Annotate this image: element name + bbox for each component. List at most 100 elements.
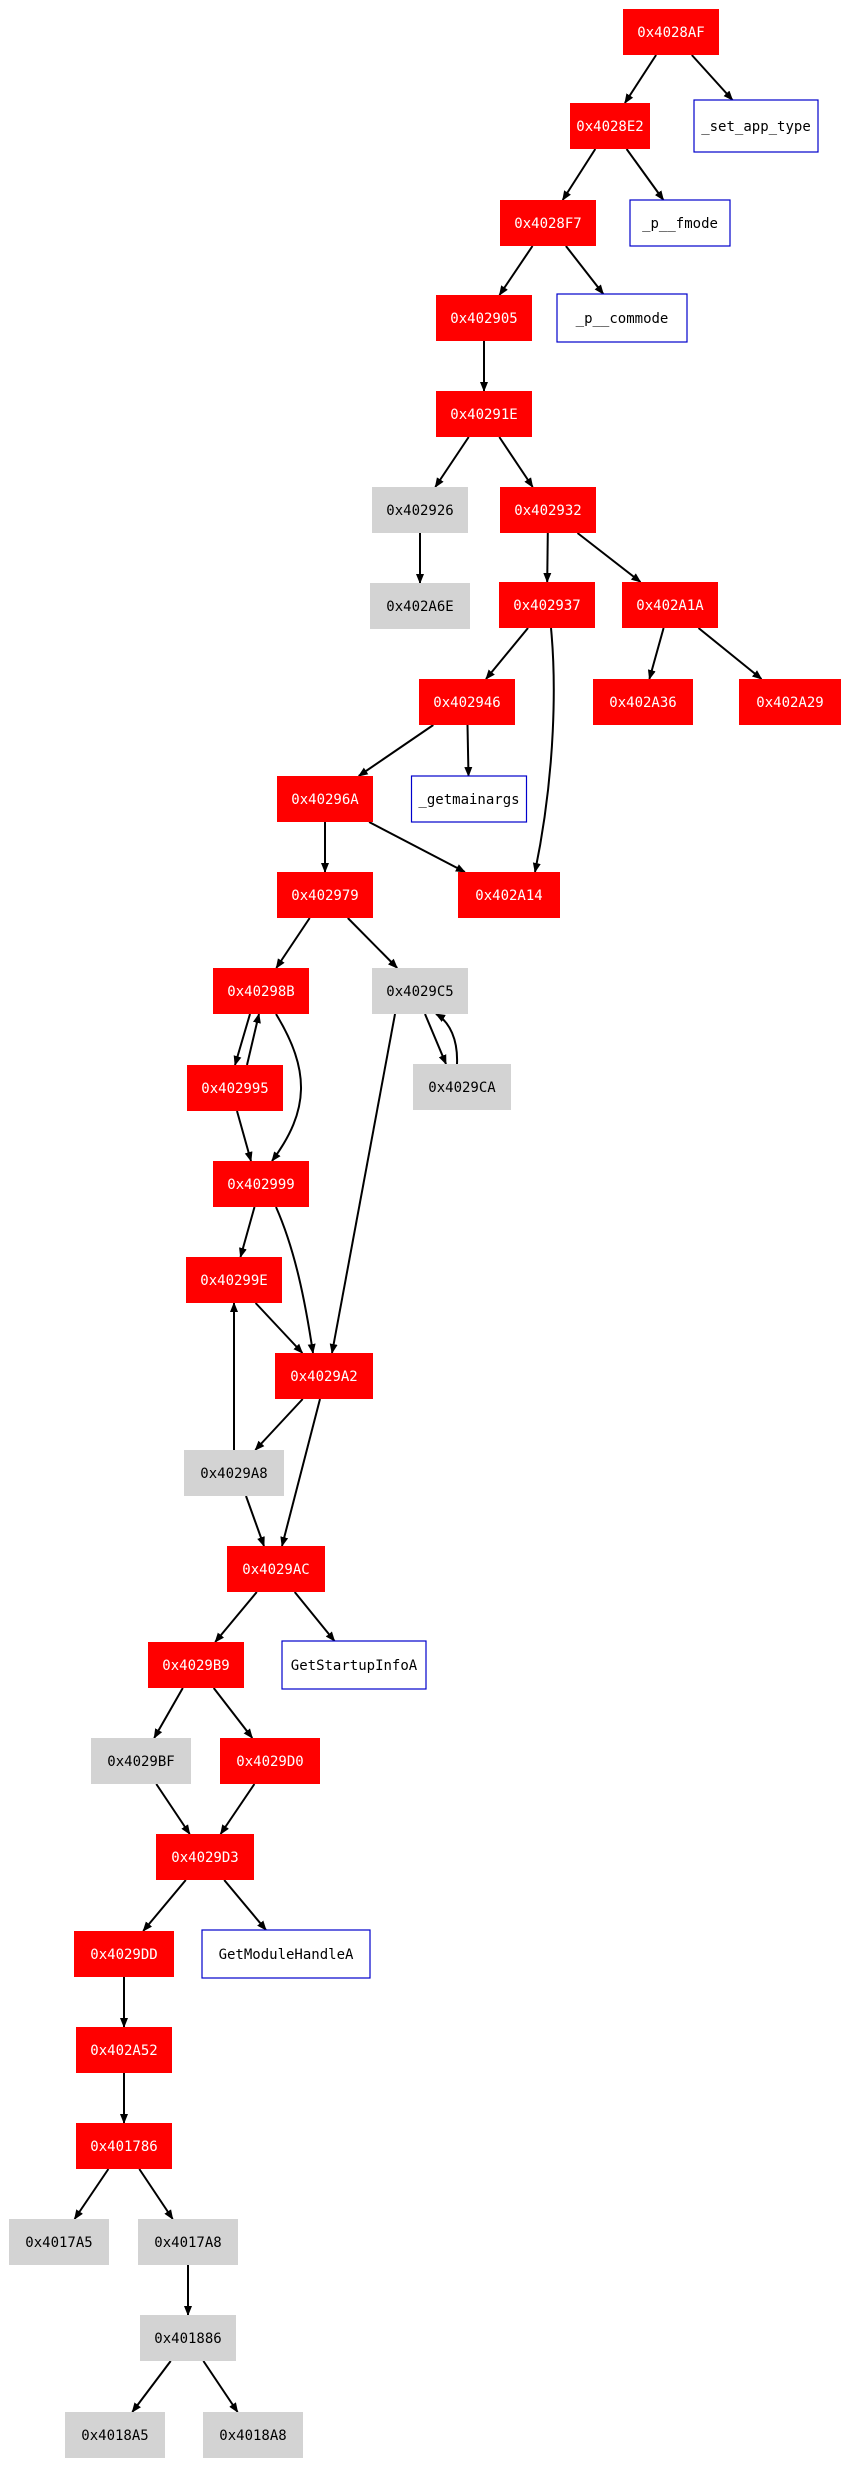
- edge-n401886-to-n4018A8: [202, 2360, 239, 2413]
- edges-layer: [73, 54, 763, 2413]
- node-n40296A[interactable]: 0x40296A: [277, 776, 373, 822]
- node-n402A1A[interactable]: 0x402A1A: [622, 582, 718, 628]
- node-n4018A5[interactable]: 0x4018A5: [65, 2412, 165, 2458]
- node-n402999[interactable]: 0x402999: [213, 1161, 309, 1207]
- node-n4029C5[interactable]: 0x4029C5: [372, 968, 468, 1014]
- node-n402995[interactable]: 0x402995: [187, 1065, 283, 1111]
- edge-n402946-to-getmainargs: [464, 724, 473, 777]
- node-label: 0x4017A8: [154, 2235, 221, 2251]
- node-box: [419, 679, 515, 725]
- node-label: 0x402995: [201, 1081, 268, 1097]
- node-n402A14[interactable]: 0x402A14: [458, 872, 560, 918]
- node-label: 0x40291E: [450, 407, 517, 423]
- node-box: [499, 582, 595, 628]
- node-box: [370, 583, 470, 629]
- node-label: _p__fmode: [642, 216, 718, 232]
- node-n4029BF[interactable]: 0x4029BF: [91, 1738, 191, 1784]
- node-n402926[interactable]: 0x402926: [372, 487, 468, 533]
- edge-n4029D3-to-GetModuleHandleA: [223, 1879, 267, 1931]
- node-label: 0x402A29: [756, 695, 823, 711]
- node-label: 0x402A1A: [636, 598, 704, 614]
- nodes-layer: 0x4028AF _set_app_type 0x4028E2 _p__fmode 0x…: [9, 9, 841, 2458]
- node-n4028F7[interactable]: 0x4028F7: [500, 200, 596, 246]
- node-n40299E[interactable]: 0x40299E: [186, 1257, 282, 1303]
- node-label: 0x4029DD: [90, 1947, 157, 1963]
- node-box: [593, 679, 693, 725]
- edge-n4029D3-to-n4029DD: [142, 1879, 187, 1932]
- node-label: _getmainargs: [418, 792, 519, 808]
- node-box: [739, 679, 841, 725]
- node-n402979[interactable]: 0x402979: [277, 872, 373, 918]
- node-n4029A8[interactable]: 0x4029A8: [184, 1450, 284, 1496]
- node-n401886[interactable]: 0x401886: [140, 2315, 236, 2361]
- edge-n4029CA-to-n4029C5: [435, 1013, 459, 1065]
- node-label: 0x402937: [513, 598, 580, 614]
- node-n40298B[interactable]: 0x40298B: [213, 968, 309, 1014]
- node-box: [65, 2412, 165, 2458]
- node-box: [213, 968, 309, 1014]
- node-label: 0x4029CA: [428, 1080, 496, 1096]
- node-n4029B9[interactable]: 0x4029B9: [148, 1642, 244, 1688]
- edge-n4029A2-to-n4029A8: [254, 1398, 304, 1451]
- node-n4029DD[interactable]: 0x4029DD: [74, 1931, 174, 1977]
- node-box: [410, 775, 528, 823]
- node-n402A36[interactable]: 0x402A36: [593, 679, 693, 725]
- node-n4017A5[interactable]: 0x4017A5: [9, 2219, 109, 2265]
- node-box: [227, 1546, 325, 1592]
- edge-n402932-to-n402A1A: [576, 532, 642, 583]
- node-n4017A8[interactable]: 0x4017A8: [138, 2219, 238, 2265]
- node-n4029D0[interactable]: 0x4029D0: [220, 1738, 320, 1784]
- node-n4029A2[interactable]: 0x4029A2: [275, 1353, 373, 1399]
- node-n4018A8[interactable]: 0x4018A8: [203, 2412, 303, 2458]
- node-n4028AF[interactable]: 0x4028AF: [623, 9, 719, 55]
- node-label: 0x401786: [90, 2139, 157, 2155]
- edge-n402979-to-n4029C5: [347, 917, 398, 969]
- edge-n4029D0-to-n4029D3: [219, 1783, 256, 1835]
- node-set_app_type[interactable]: _set_app_type: [693, 99, 819, 153]
- edge-n402946-to-n40296A: [357, 724, 434, 777]
- node-n4029AC[interactable]: 0x4029AC: [227, 1546, 325, 1592]
- node-n402A29[interactable]: 0x402A29: [739, 679, 841, 725]
- node-box: [203, 2412, 303, 2458]
- node-box: [623, 9, 719, 55]
- node-label: 0x4018A5: [81, 2428, 148, 2444]
- node-p_commode[interactable]: _p__commode: [556, 293, 688, 343]
- node-n402937[interactable]: 0x402937: [499, 582, 595, 628]
- node-n402932[interactable]: 0x402932: [500, 487, 596, 533]
- node-box: [138, 2219, 238, 2265]
- node-getmainargs[interactable]: _getmainargs: [410, 775, 528, 823]
- node-box: [201, 1929, 371, 1979]
- edge-n4029B9-to-n4029BF: [153, 1687, 184, 1739]
- edge-n402995-to-n40298B: [246, 1013, 261, 1066]
- node-box: [372, 487, 468, 533]
- node-label: 0x4017A5: [25, 2235, 92, 2251]
- edge-n402995-to-n402999: [236, 1110, 253, 1162]
- node-n401786[interactable]: 0x401786: [76, 2123, 172, 2169]
- node-n402946[interactable]: 0x402946: [419, 679, 515, 725]
- node-box: [500, 487, 596, 533]
- node-p_fmode[interactable]: _p__fmode: [629, 199, 731, 247]
- node-GetStartupInfoA[interactable]: GetStartupInfoA: [281, 1640, 427, 1690]
- node-label: 0x40296A: [291, 792, 359, 808]
- edge-n4029B9-to-n4029D0: [212, 1687, 254, 1739]
- node-label: 0x4028E2: [576, 119, 643, 135]
- node-n402A6E[interactable]: 0x402A6E: [370, 583, 470, 629]
- node-n4028E2[interactable]: 0x4028E2: [570, 103, 650, 149]
- edge-n4029A2-to-n4029AC: [280, 1398, 321, 1547]
- node-label: 0x402926: [386, 503, 453, 519]
- node-label: 0x4029C5: [386, 984, 453, 1000]
- node-n402A52[interactable]: 0x402A52: [76, 2027, 172, 2073]
- node-GetModuleHandleA[interactable]: GetModuleHandleA: [201, 1929, 371, 1979]
- node-box: [277, 776, 373, 822]
- node-n4029D3[interactable]: 0x4029D3: [156, 1834, 254, 1880]
- node-label: 0x402A36: [609, 695, 676, 711]
- node-n4029CA[interactable]: 0x4029CA: [413, 1064, 511, 1110]
- edge-n402979-to-n40298B: [275, 917, 311, 969]
- node-n40291E[interactable]: 0x40291E: [436, 391, 532, 437]
- node-box: [622, 582, 718, 628]
- node-n402905[interactable]: 0x402905: [436, 295, 532, 341]
- edge-n402999-to-n4029A2: [275, 1206, 316, 1354]
- node-label: 0x402932: [514, 503, 581, 519]
- node-label: 0x402A14: [475, 888, 542, 904]
